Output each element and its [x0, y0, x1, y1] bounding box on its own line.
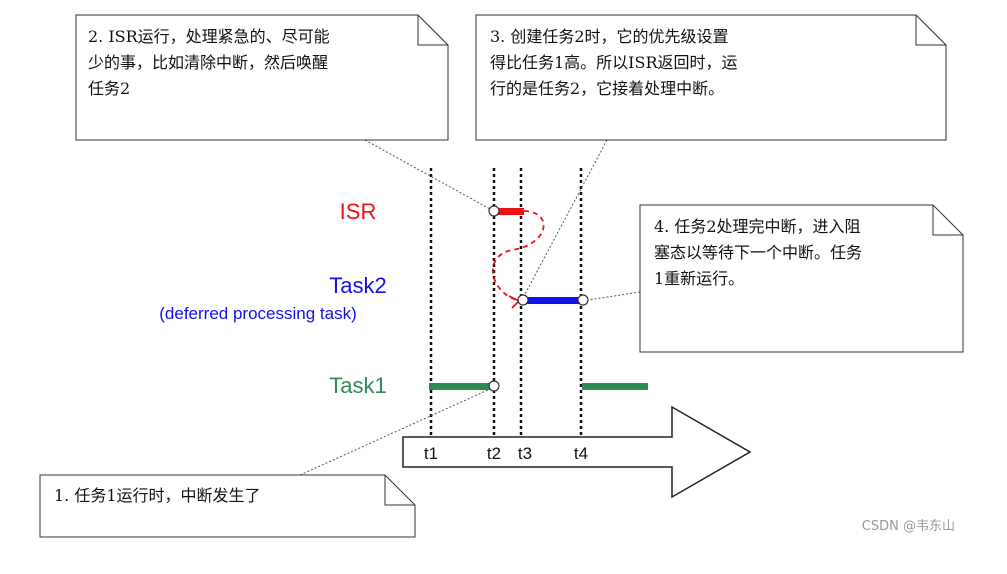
note3-line-2: 得比任务1高。所以ISR返回时，运	[490, 53, 738, 72]
note1-text: 1. 任务1运行时，中断发生了	[54, 486, 261, 505]
note4-box	[639, 204, 964, 353]
switch-arrowhead	[508, 295, 521, 309]
note4-text: 4. 任务2处理完中断，进入阻 塞态以等待下一个中断。任务 1重新运行。	[654, 217, 862, 288]
note1-line-1: 1. 任务1运行时，中断发生了	[54, 486, 261, 505]
note4-line-1: 4. 任务2处理完中断，进入阻	[654, 217, 861, 236]
label-task2: Task2	[329, 273, 386, 298]
task1-execution-bar-2	[582, 383, 648, 390]
isr-execution-bar	[494, 208, 524, 215]
task2-execution-bar	[521, 297, 583, 304]
task2-start-circle	[517, 294, 529, 306]
connector-note4	[587, 291, 641, 301]
tick-label-t3: t3	[518, 444, 532, 463]
tick-label-t4: t4	[574, 444, 588, 463]
task1-interrupt-circle	[488, 380, 500, 392]
note4-line-2: 塞态以等待下一个中断。任务	[654, 243, 862, 262]
timeline-arrow	[402, 405, 752, 499]
tick-label-t2: t2	[487, 444, 501, 463]
connector-note1	[299, 388, 491, 476]
note3-text: 3. 创建任务2时，它的优先级设置 得比任务1高。所以ISR返回时，运 行的是任…	[490, 27, 738, 98]
task1-execution-bar-1	[429, 383, 495, 390]
label-task1: Task1	[329, 373, 386, 398]
label-isr: ISR	[340, 199, 377, 224]
note3-box	[475, 14, 947, 141]
note4-line-3: 1重新运行。	[654, 269, 744, 288]
note3-line-3: 行的是任务2，它接着处理中断。	[490, 79, 724, 98]
isr-to-task2-switch-path	[492, 210, 545, 301]
isr-start-circle	[488, 205, 500, 217]
callout-connectors	[299, 139, 641, 476]
task2-end-circle	[577, 294, 589, 306]
note2-line-3: 任务2	[88, 79, 130, 98]
label-task2-subtitle: (deferred processing task)	[159, 304, 356, 323]
note1-box	[39, 474, 416, 538]
note2-text: 2. ISR运行，处理紧急的、尽可能 少的事，比如清除中断，然后唤醒 任务2	[88, 27, 330, 98]
note3-line-1: 3. 创建任务2时，它的优先级设置	[490, 27, 729, 46]
watermark: CSDN @韦东山	[862, 519, 955, 534]
note2-box	[75, 14, 449, 141]
note2-line-2: 少的事，比如清除中断，然后唤醒	[88, 53, 328, 72]
connector-note2	[364, 139, 491, 210]
tick-label-t1: t1	[424, 444, 438, 463]
note2-line-1: 2. ISR运行，处理紧急的、尽可能	[88, 27, 330, 46]
connector-note3	[523, 139, 608, 297]
